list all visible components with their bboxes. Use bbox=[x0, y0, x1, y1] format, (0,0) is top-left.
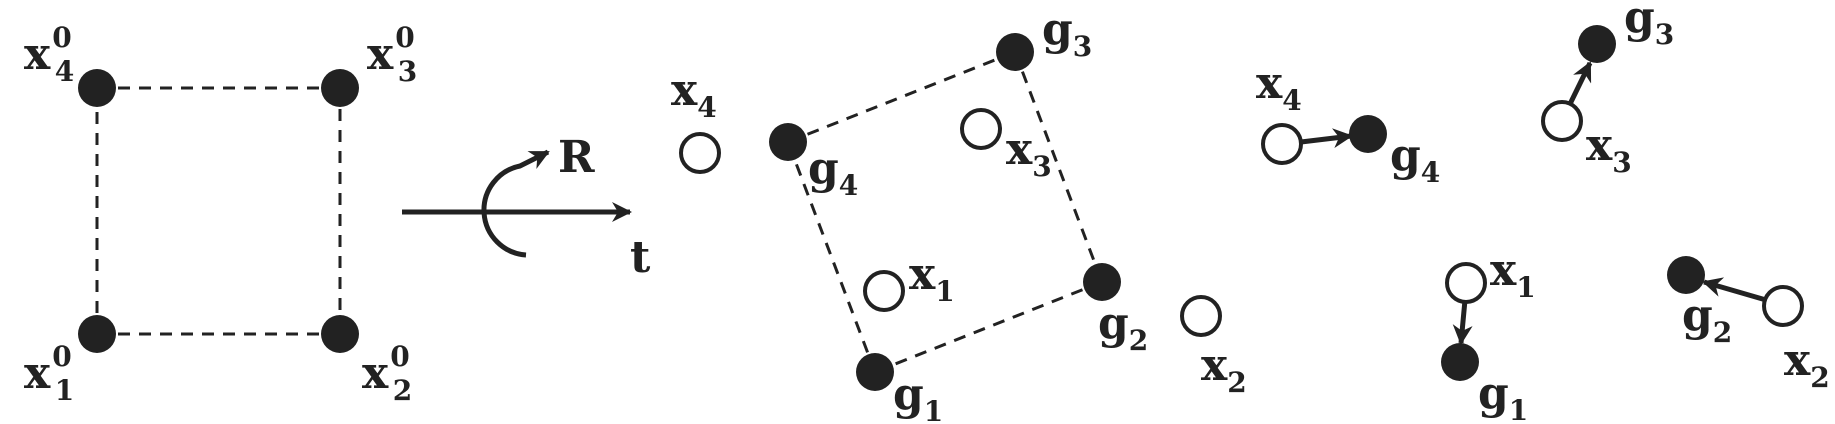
pair-point-g2 bbox=[1667, 256, 1705, 294]
point-g2 bbox=[1083, 263, 1121, 301]
label-g4: g4 bbox=[808, 143, 858, 202]
point-g1 bbox=[856, 353, 894, 391]
pair-label-g3: g3 bbox=[1624, 0, 1674, 51]
pair-label-x1: x1 bbox=[1490, 245, 1536, 304]
square-edges bbox=[95, 86, 342, 336]
arrow-x3-g3 bbox=[1567, 61, 1593, 106]
point-x2-0 bbox=[321, 315, 359, 353]
rigid-transform: R t bbox=[402, 132, 651, 283]
point-x2 bbox=[1180, 295, 1222, 337]
point-x4-0 bbox=[78, 69, 116, 107]
pairs-panel: x4 g4 g3 x3 x1 g bbox=[1256, 0, 1830, 424]
point-g4 bbox=[769, 123, 807, 161]
translation-label: t bbox=[630, 232, 651, 283]
overlay-panel: g3 g4 g2 g1 x4 x3 x1 x2 bbox=[671, 4, 1247, 424]
label-x4: x4 bbox=[671, 65, 717, 124]
label-g3: g3 bbox=[1042, 4, 1092, 63]
pair-label-g1: g1 bbox=[1478, 368, 1528, 424]
point-x3 bbox=[960, 108, 1002, 150]
arrow-x1-g1 bbox=[1452, 299, 1473, 345]
point-x1 bbox=[863, 270, 905, 312]
pair-2: g2 x2 bbox=[1667, 256, 1830, 394]
pair-1: x1 g1 bbox=[1441, 245, 1536, 424]
label-x2: x2 bbox=[1201, 340, 1247, 399]
pair-point-x1 bbox=[1445, 262, 1487, 304]
pair-point-x3 bbox=[1541, 100, 1583, 142]
pair-point-g1 bbox=[1441, 343, 1479, 381]
pair-3: g3 x3 bbox=[1541, 0, 1674, 179]
rotation-label: R bbox=[558, 132, 595, 183]
point-g3 bbox=[996, 33, 1034, 71]
rotation-arc bbox=[481, 149, 550, 258]
pair-point-g3 bbox=[1578, 25, 1616, 63]
arrow-x2-g2 bbox=[1702, 277, 1767, 303]
point-x4 bbox=[679, 132, 721, 174]
pair-point-x2 bbox=[1762, 285, 1804, 327]
label-x1: x1 bbox=[909, 249, 955, 308]
point-x1-0 bbox=[78, 315, 116, 353]
label-g2: g2 bbox=[1098, 298, 1148, 357]
pair-label-x4: x4 bbox=[1256, 58, 1302, 117]
pair-point-x4 bbox=[1261, 123, 1303, 165]
label-x3: x3 bbox=[1006, 124, 1052, 183]
pair-label-x3: x3 bbox=[1586, 120, 1632, 179]
arrow-x4-g4 bbox=[1300, 128, 1353, 149]
pair-4: x4 g4 bbox=[1256, 58, 1440, 189]
pair-label-g2: g2 bbox=[1682, 290, 1732, 349]
point-x3-0 bbox=[321, 69, 359, 107]
pair-label-x2: x2 bbox=[1784, 335, 1830, 394]
pair-label-g4: g4 bbox=[1390, 130, 1440, 189]
pair-point-g4 bbox=[1349, 115, 1387, 153]
model-edges bbox=[786, 50, 1104, 374]
label-g1: g1 bbox=[893, 369, 943, 424]
